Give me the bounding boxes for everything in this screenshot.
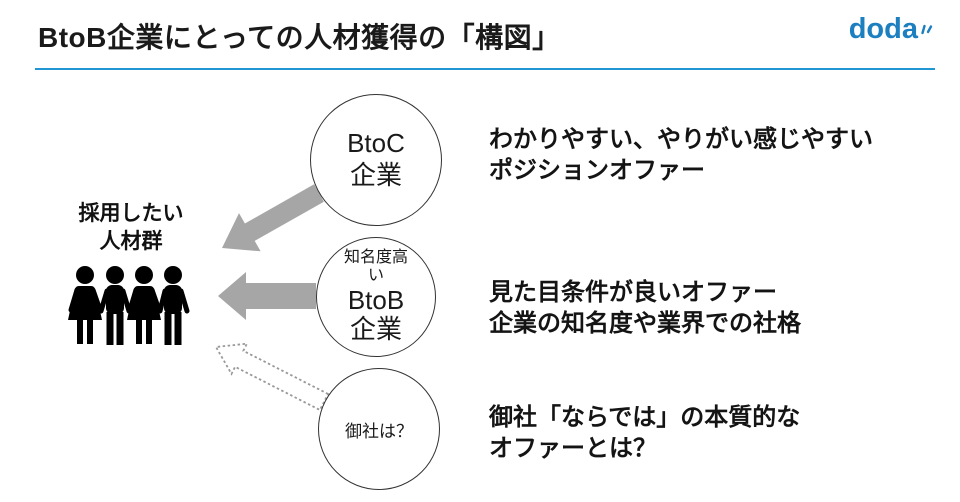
circle-your-company: 御社は？ bbox=[318, 368, 440, 490]
offer-note-btob: 見た目条件が良いオファー 企業の知名度や業界での社格 bbox=[489, 277, 801, 339]
offer-note-yours-line1: 御社「ならでは」の本質的な bbox=[489, 404, 801, 431]
btob-line2: 企業 bbox=[349, 314, 402, 345]
talent-group-label: 採用したい 人材群 bbox=[56, 200, 206, 256]
offer-note-btob-line1: 見た目条件が良いオファー bbox=[489, 279, 777, 306]
offer-note-btob-line2: 企業の知名度や業界での社格 bbox=[489, 310, 801, 337]
btob-qualifier: 知名度高い bbox=[343, 248, 408, 284]
page-title: BtoB企業にとっての人材獲得の「構図」 bbox=[38, 22, 561, 53]
btoc-line2: 企業 bbox=[349, 160, 402, 190]
doda-logo: doda bbox=[849, 13, 933, 46]
offer-note-btoc: わかりやすい、やりがい感じやすい ポジションオファー bbox=[489, 124, 873, 186]
offer-note-yours: 御社「ならでは」の本質的な オファーとは？ bbox=[489, 402, 800, 464]
doda-logo-text: doda bbox=[848, 13, 918, 45]
circle-btoc-company: BtoC 企業 bbox=[310, 94, 442, 226]
offer-note-btoc-line1: わかりやすい、やりがい感じやすい bbox=[489, 126, 873, 153]
btob-line1: BtoB bbox=[347, 284, 405, 315]
title-underline bbox=[35, 68, 935, 70]
circle-btob-company: 知名度高い BtoB 企業 bbox=[316, 237, 436, 357]
arrow-btoc-to-talent bbox=[222, 184, 324, 252]
offer-note-btoc-line2: ポジションオファー bbox=[489, 157, 705, 184]
arrow-yours-to-talent-dotted bbox=[214, 342, 330, 412]
logo-spark-icon bbox=[919, 12, 933, 45]
btoc-line1: BtoC bbox=[347, 128, 405, 159]
arrow-btob-to-talent bbox=[218, 272, 316, 320]
talent-label-line2: 人材群 bbox=[99, 230, 163, 253]
offer-note-yours-line2: オファーとは？ bbox=[489, 435, 657, 462]
people-group-icon bbox=[63, 260, 195, 353]
talent-label-line1: 採用したい bbox=[78, 202, 184, 225]
your-company-label: 御社は？ bbox=[345, 421, 413, 441]
